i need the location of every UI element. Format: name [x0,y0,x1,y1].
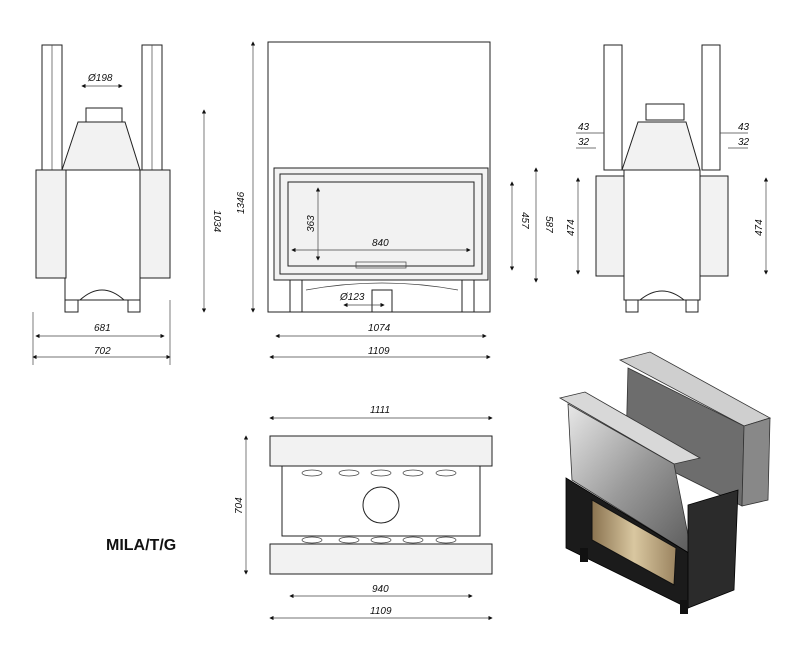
dim-rear-right-43: 43 [738,122,750,133]
dim-top-inner-width: 940 [372,584,389,595]
dim-frame-inner-height: 457 [519,212,530,229]
dim-glass-width: 840 [372,238,389,249]
dim-rear-left-height: 474 [566,219,577,236]
dim-frame-outer-height: 587 [543,216,554,233]
dim-rear-right-32: 32 [738,137,750,148]
dim-top-width: 1111 [370,405,390,416]
dim-rear-right-height: 474 [754,219,765,236]
front-view [250,41,539,360]
side-view [32,44,207,365]
dim-front-inner-width: 1074 [368,323,391,334]
dim-side-chimney: Ø198 [87,73,113,84]
dim-rear-left-43: 43 [578,122,590,133]
dim-side-height: 1034 [211,210,222,233]
dim-front-outer-width: 1109 [368,346,390,357]
dim-air-inlet: Ø123 [339,292,365,303]
dim-top-depth: 704 [234,497,245,514]
top-view [243,415,493,621]
dim-front-height: 1346 [236,191,247,214]
dim-top-outer-width: 1109 [370,606,392,617]
model-title: MILA/T/G [106,537,177,554]
dim-side-outer-width: 702 [94,346,111,357]
dim-rear-left-32: 32 [578,137,590,148]
rear-view [575,44,769,313]
dim-side-inner-width: 681 [94,323,111,334]
fireplace-3d-render [558,351,772,614]
dim-glass-height: 363 [306,215,317,232]
